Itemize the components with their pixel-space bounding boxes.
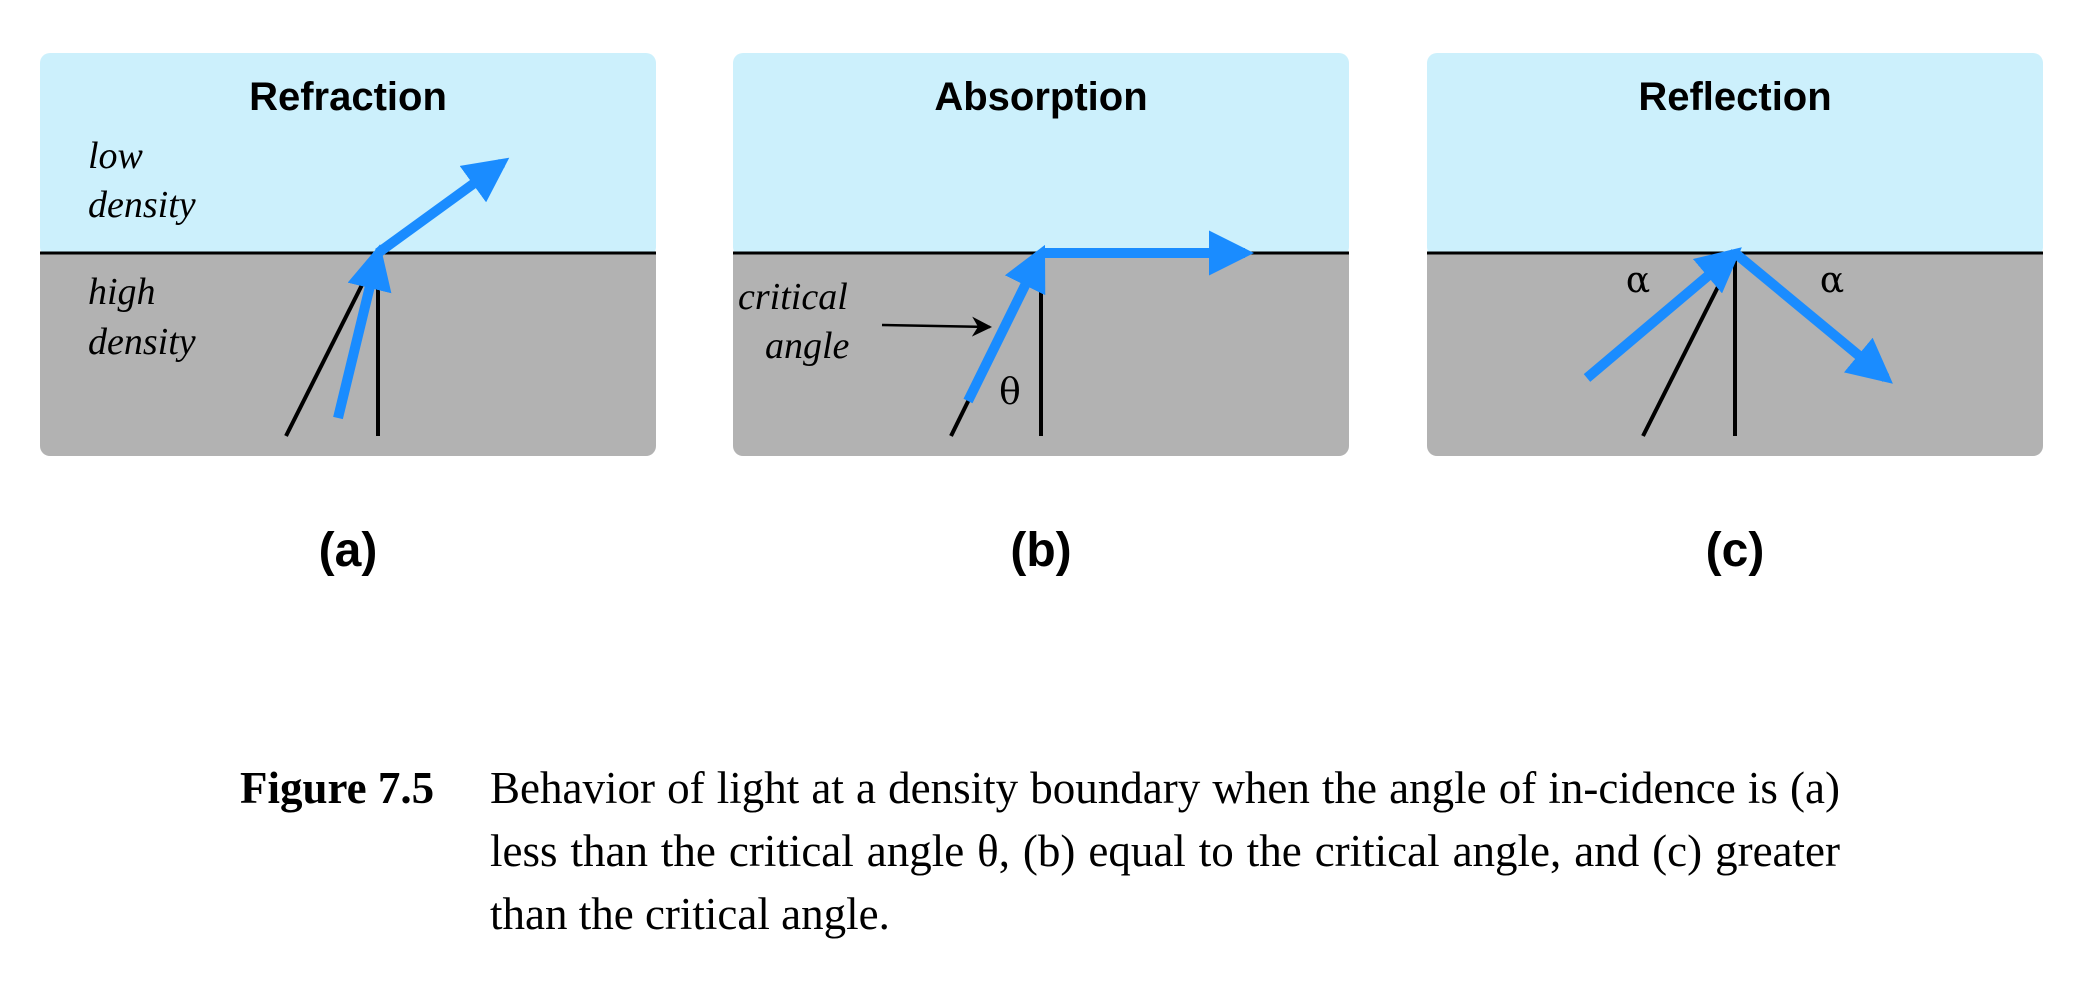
upper-medium-label-line1: low [88,135,144,177]
panel-absorption: Absorption critical angle θ (b) [733,53,1349,577]
panel-title: Refraction [249,75,447,119]
subfigure-label: (a) [319,524,378,577]
high-density-region-top [40,253,656,273]
refracted-ray [375,157,510,258]
incident-alpha-label: α [1626,260,1650,301]
upper-medium-label-line2: density [88,184,196,226]
panel-title: Reflection [1638,75,1831,119]
caption-text: Behavior of light at a density boundary … [490,763,1840,939]
reflected-ray [1731,249,1893,384]
lower-medium-label-line2: density [88,321,196,363]
subfigure-label: (c) [1706,524,1765,577]
panel-refraction: Refraction low density high density (a) [40,53,656,577]
annotation-line1: critical [738,276,848,318]
reflected-alpha-label: α [1820,260,1844,301]
panel-title: Absorption [934,75,1147,119]
low-density-region [40,53,656,257]
annotation-line2: angle [765,325,850,367]
subfigure-label: (b) [1010,524,1071,577]
high-density-region [40,253,656,456]
lower-medium-label-line1: high [88,271,156,313]
caption-label: Figure 7.5 [240,763,435,813]
panel-reflection: Reflection α α (c) [1427,53,2043,577]
incident-ray [963,244,1046,404]
low-density-region [733,53,1349,257]
theta-label: θ [999,372,1021,413]
critical-angle-pointer [881,316,992,337]
figure-caption: Figure 7.5 Behavior of light at a densit… [240,757,1840,946]
incident-ray [1583,247,1742,382]
low-density-region [1427,53,2043,257]
incident-ray [333,244,392,420]
